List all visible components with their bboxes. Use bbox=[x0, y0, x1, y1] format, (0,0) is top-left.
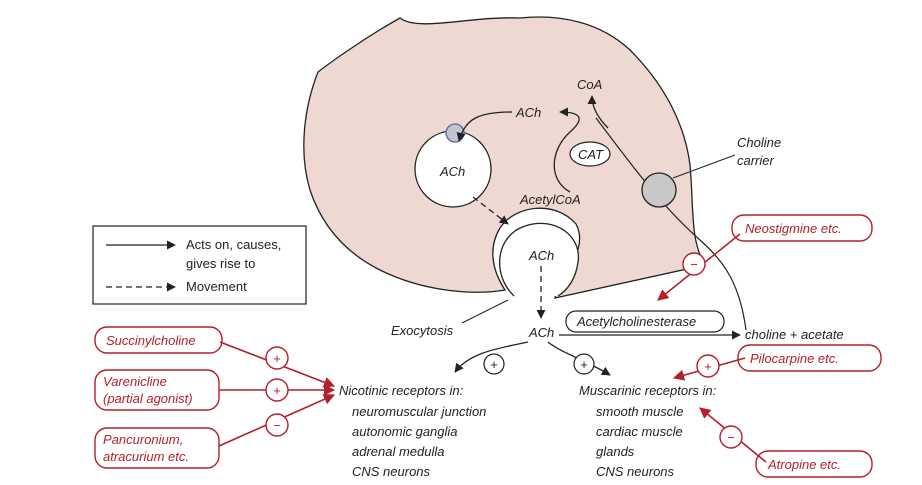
varenicline-plus-sign: + bbox=[273, 383, 281, 398]
choline-carrier-leader bbox=[672, 154, 736, 179]
pancuronium-label-2: atracurium etc. bbox=[103, 449, 189, 464]
atropine-minus-sign: − bbox=[727, 430, 735, 445]
ach-vesicle-label: ACh bbox=[439, 164, 465, 179]
atropine-minus-circle bbox=[719, 425, 743, 449]
cat-synthesis-arrow bbox=[553, 107, 580, 193]
succinylcholine-plus-circle bbox=[265, 346, 289, 370]
exocytosis-leader bbox=[461, 299, 509, 324]
nicotinic-item: adrenal medulla bbox=[352, 444, 445, 459]
membrane-line bbox=[595, 117, 747, 331]
neostigmine-minus-sign: − bbox=[690, 257, 698, 272]
atropine-label: Atropine etc. bbox=[767, 457, 841, 472]
pancuronium-box bbox=[94, 427, 220, 469]
ach-exocytosis-label: ACh bbox=[528, 248, 554, 263]
choline-carrier bbox=[641, 172, 677, 208]
nicotinic-item: CNS neurons bbox=[352, 464, 431, 479]
nicotinic-plus-sign: + bbox=[490, 357, 498, 372]
neostigmine-box bbox=[731, 214, 873, 242]
neostigmine-minus-circle bbox=[682, 252, 706, 276]
pilocarpine-label: Pilocarpine etc. bbox=[750, 351, 839, 366]
varenicline-label-1: Varenicline bbox=[103, 374, 167, 389]
acetylcholinesterase-label: Acetylcholinesterase bbox=[576, 314, 696, 329]
legend-line-3: Movement bbox=[186, 279, 247, 294]
choline-carrier-label-1: Choline bbox=[737, 135, 781, 150]
exocytosis-vesicle bbox=[499, 222, 579, 297]
ach-to-vesicle-arrow bbox=[456, 111, 513, 142]
acetylcoa-label: AcetylCoA bbox=[519, 192, 581, 207]
pancuronium-minus-sign: − bbox=[273, 418, 281, 433]
acetylcholinesterase-box bbox=[565, 310, 725, 333]
neostigmine-label: Neostigmine etc. bbox=[745, 221, 842, 236]
vesicle-movement-arrow bbox=[472, 196, 509, 225]
succinylcholine-box bbox=[94, 326, 223, 354]
coa-arrow bbox=[587, 95, 609, 129]
pilocarpine-box bbox=[737, 344, 882, 372]
ach-to-nicotinic-arrow bbox=[454, 341, 529, 373]
ach-cleft-label: ACh bbox=[528, 325, 554, 340]
coa-label: CoA bbox=[577, 77, 602, 92]
muscarinic-item: glands bbox=[596, 444, 635, 459]
succinylcholine-plus-sign: + bbox=[273, 351, 281, 366]
nicotinic-item: autonomic ganglia bbox=[352, 424, 458, 439]
exocytosis-label: Exocytosis bbox=[391, 323, 454, 338]
nicotinic-heading: Nicotinic receptors in: bbox=[339, 383, 464, 398]
legend-line-2: gives rise to bbox=[186, 256, 255, 271]
muscarinic-plus-sign: + bbox=[580, 357, 588, 372]
pancuronium-label-1: Pancuronium, bbox=[103, 432, 183, 447]
muscarinic-item: smooth muscle bbox=[596, 404, 683, 419]
ach-top-label: ACh bbox=[515, 105, 541, 120]
nicotinic-item: neuromuscular junction bbox=[352, 404, 486, 419]
legend-line-1: Acts on, causes, bbox=[186, 237, 281, 252]
pancuronium-minus-circle bbox=[265, 413, 289, 437]
pilocarpine-plus-sign: + bbox=[704, 359, 712, 374]
varenicline-plus-circle bbox=[265, 378, 289, 402]
legend-box bbox=[92, 225, 307, 305]
ach-to-muscarinic-arrow bbox=[547, 341, 611, 376]
varenicline-label-2: (partial agonist) bbox=[103, 391, 193, 406]
products-label: choline + acetate bbox=[745, 327, 844, 342]
muscarinic-item: cardiac muscle bbox=[596, 424, 683, 439]
pilocarpine-plus-circle bbox=[696, 354, 720, 378]
cat-label: CAT bbox=[578, 147, 604, 162]
nicotinic-plus-circle bbox=[483, 353, 505, 375]
atropine-box bbox=[755, 450, 873, 478]
cat-enzyme bbox=[569, 141, 611, 167]
muscarinic-heading: Muscarinic receptors in: bbox=[579, 383, 717, 398]
muscarinic-plus-circle bbox=[573, 353, 595, 375]
succinylcholine-label: Succinylcholine bbox=[106, 333, 196, 348]
muscarinic-item: CNS neurons bbox=[596, 464, 675, 479]
choline-carrier-label-2: carrier bbox=[737, 153, 775, 168]
